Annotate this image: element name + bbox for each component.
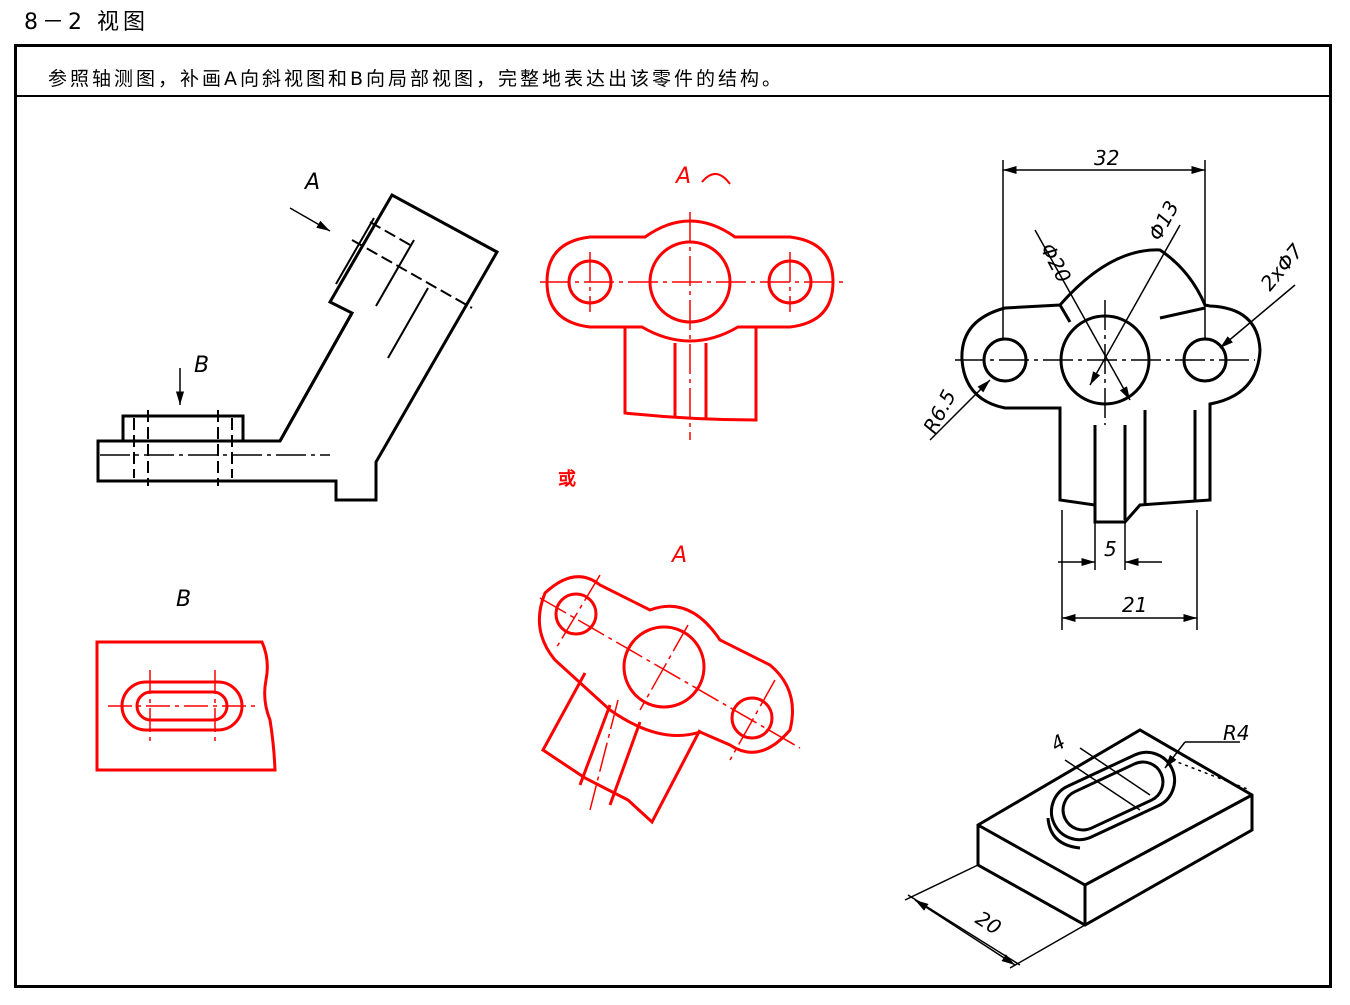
front-view — [96, 192, 500, 502]
isometric-view — [960, 248, 1262, 524]
section-title: 8－2 视图 — [24, 10, 149, 35]
instruction-text: 参照轴测图，补画A向斜视图和B向局部视图，完整地表达出该零件的结构。 — [48, 68, 785, 90]
dim-20: 20 — [971, 906, 1005, 940]
or-label: 或 — [558, 468, 576, 490]
dim-21: 21 — [1122, 593, 1147, 617]
view-a-rotated-label: A — [674, 164, 691, 189]
dim-r-6-5: R6.5 — [918, 386, 961, 438]
dim-dia-20: Φ20 — [1036, 239, 1077, 287]
dim-32: 32 — [1094, 146, 1119, 170]
arrow-b-label: B — [194, 353, 209, 378]
view-a-inclined-label: A — [670, 543, 687, 568]
arrow-a-label: A — [303, 170, 320, 195]
view-b-label: B — [176, 587, 191, 612]
view-b-partial — [95, 640, 277, 772]
instruction-bar: 参照轴测图，补画A向斜视图和B向局部视图，完整地表达出该零件的结构。 — [17, 47, 1329, 97]
dim-5: 5 — [1104, 537, 1117, 561]
view-a-inclined — [537, 574, 801, 825]
dim-r-4: R4 — [1223, 721, 1250, 745]
view-a-rotated — [540, 173, 845, 440]
isometric-dimensions — [929, 160, 1296, 630]
slot-dimensions — [904, 741, 1251, 969]
slot-isometric — [976, 728, 1254, 927]
dim-dia-13: Φ13 — [1143, 197, 1184, 245]
dim-2x-dia-7: 2xΦ7 — [1255, 239, 1308, 295]
dim-slot-4: 4 — [1047, 729, 1070, 756]
exercise-frame: 参照轴测图，补画A向斜视图和B向局部视图，完整地表达出该零件的结构。 — [14, 44, 1332, 988]
